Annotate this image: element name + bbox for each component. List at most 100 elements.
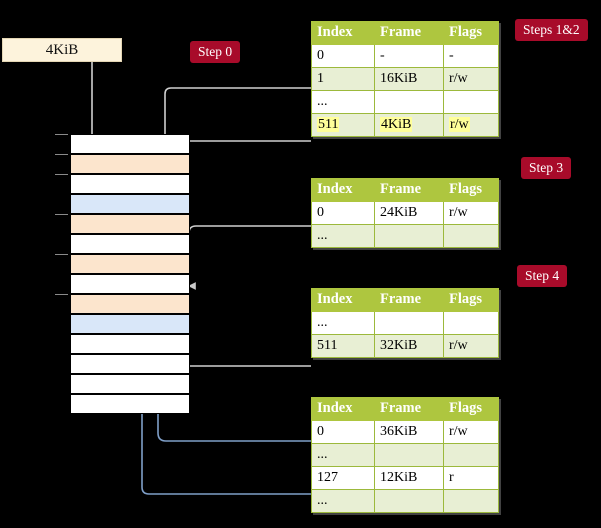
step-label-step4: Step 4 [517, 265, 568, 287]
table-row[interactable]: ... [311, 224, 499, 248]
cell-index: ... [311, 489, 375, 513]
wire-l1-16kib-to-frame4 [163, 87, 311, 252]
cell-flags: r/w [443, 113, 499, 137]
cell-frame: 4KiB [374, 113, 444, 137]
cell-flags: r/w [443, 420, 499, 444]
cell-index: 0 [311, 420, 375, 444]
memory-frame[interactable] [70, 174, 190, 194]
memory-frame[interactable] [70, 214, 190, 234]
cell-index: ... [311, 311, 375, 335]
cell-index: 0 [311, 201, 375, 225]
table-row[interactable]: ... [311, 443, 499, 467]
memory-frame[interactable] [70, 234, 190, 254]
cell-flags: r/w [443, 334, 499, 358]
memory-frame-tick [55, 214, 68, 215]
memory-frame[interactable] [70, 254, 190, 274]
cell-flags [443, 489, 499, 513]
memory-frame[interactable] [70, 154, 190, 174]
cell-frame: 32KiB [374, 334, 444, 358]
column-header-frame: Frame [374, 397, 444, 421]
memory-frame-tick [55, 254, 68, 255]
column-header-index: Index [311, 288, 375, 312]
wire-l3-32kib-to-frame8 [176, 308, 311, 367]
cell-flags: r/w [443, 201, 499, 225]
memory-frame[interactable] [70, 194, 190, 214]
cell-index: 127 [311, 466, 375, 490]
column-header-index: Index [311, 178, 375, 202]
cell-flags [443, 311, 499, 335]
column-header-flags: Flags [443, 21, 499, 45]
memory-frame-tick [55, 174, 68, 175]
cell-index: 1 [311, 67, 375, 91]
memory-frame[interactable] [70, 354, 190, 374]
cell-flags [443, 443, 499, 467]
column-header-flags: Flags [443, 178, 499, 202]
memory-frame-tick [55, 294, 68, 295]
cell-frame: 24KiB [374, 201, 444, 225]
cell-index: 511 [311, 113, 375, 137]
column-header-flags: Flags [443, 397, 499, 421]
wire-l2-24kib-to-frame6 [187, 225, 311, 290]
cell-index: ... [311, 443, 375, 467]
step-label-step3: Step 3 [521, 157, 572, 179]
highlighted-value: 511 [317, 116, 340, 132]
memory-frame[interactable] [70, 274, 190, 294]
column-header-frame: Frame [374, 288, 444, 312]
memory-frame[interactable] [70, 334, 190, 354]
cell-flags [443, 224, 499, 248]
memory-frame[interactable] [70, 314, 190, 334]
column-header-frame: Frame [374, 21, 444, 45]
virtual-address-label: 4KiB [45, 42, 79, 58]
memory-frame[interactable] [70, 294, 190, 314]
physical-memory-column [55, 134, 190, 414]
cell-flags: r/w [443, 67, 499, 91]
memory-frame-tick [55, 134, 68, 135]
table-row[interactable]: ... [311, 90, 499, 114]
step-label-steps12: Steps 1&2 [515, 19, 588, 41]
cell-frame: 12KiB [374, 466, 444, 490]
cell-flags: r [443, 466, 499, 490]
table-row[interactable]: ... [311, 489, 499, 513]
column-header-flags: Flags [443, 288, 499, 312]
table-row[interactable]: 0-- [311, 44, 499, 68]
cell-flags [443, 90, 499, 114]
step-label-step0: Step 0 [190, 41, 241, 63]
memory-frame[interactable] [70, 134, 190, 154]
wire-l4-12kib-to-frame3 [134, 209, 311, 495]
memory-frame-tick [55, 154, 68, 155]
cell-frame [374, 90, 444, 114]
column-header-index: Index [311, 21, 375, 45]
table-row[interactable]: 511 4KiB r/w [311, 113, 499, 137]
cell-flags: - [443, 44, 499, 68]
cell-frame: 16KiB [374, 67, 444, 91]
cell-frame: - [374, 44, 444, 68]
cell-frame [374, 443, 444, 467]
table-row[interactable]: ... [311, 311, 499, 335]
cell-frame: 36KiB [374, 420, 444, 444]
cell-frame [374, 489, 444, 513]
virtual-address-box: 4KiB [2, 38, 122, 62]
column-header-index: Index [311, 397, 375, 421]
highlighted-value: 4KiB [380, 116, 413, 132]
column-header-frame: Frame [374, 178, 444, 202]
cell-frame [374, 224, 444, 248]
cell-index: 0 [311, 44, 375, 68]
cell-frame [374, 311, 444, 335]
memory-frame[interactable] [70, 374, 190, 394]
memory-frame[interactable] [70, 394, 190, 414]
cell-index: 511 [311, 334, 375, 358]
